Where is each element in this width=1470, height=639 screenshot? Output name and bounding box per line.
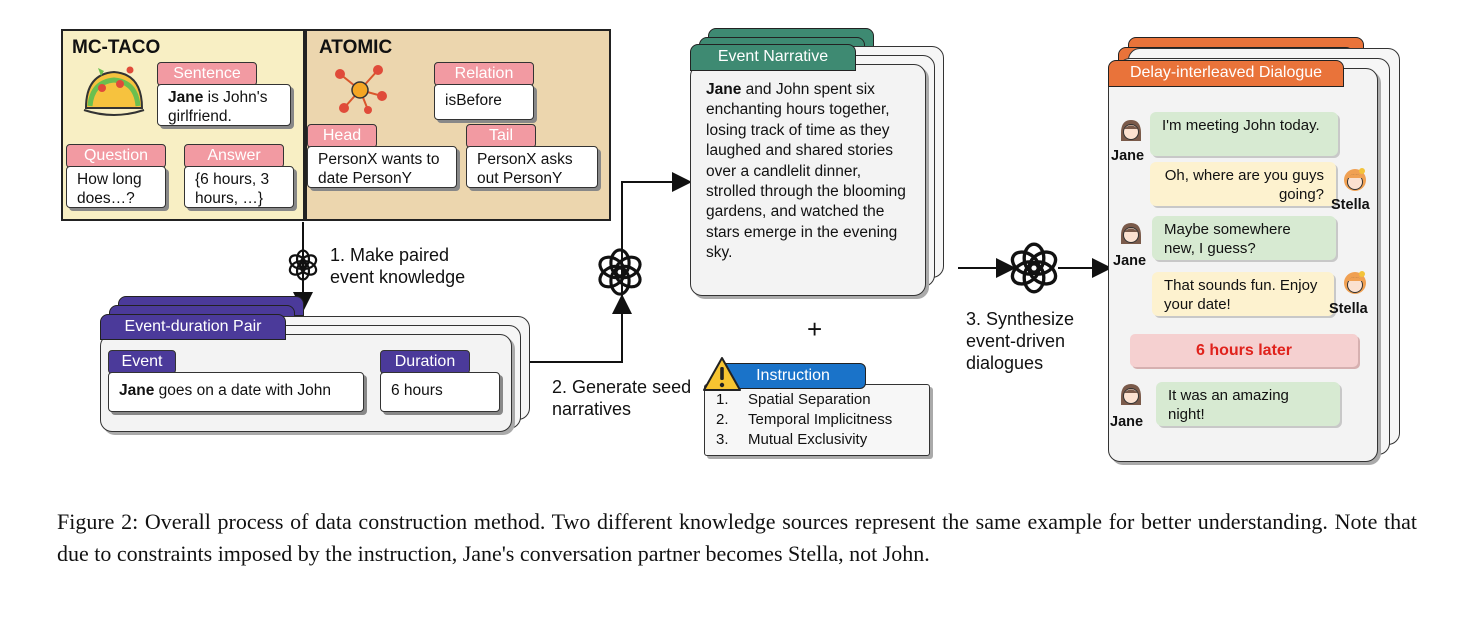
speaker-jane: Jane bbox=[1111, 148, 1145, 164]
knowledge-graph-icon bbox=[335, 65, 387, 114]
duration-box: 6 hours bbox=[380, 372, 500, 412]
relation-tag: Relation bbox=[434, 62, 534, 86]
plus-sign: + bbox=[807, 314, 823, 344]
tail-box: PersonX asks out PersonY bbox=[466, 146, 598, 188]
instruction-list: 1.Spatial Separation 2.Temporal Implicit… bbox=[716, 390, 892, 450]
speaker-stella: Stella bbox=[1331, 197, 1370, 213]
tail-tag: Tail bbox=[466, 124, 536, 148]
chat-bubble: Oh, where are you guys going? bbox=[1150, 162, 1336, 206]
sentence-box: Jane is John's girlfriend. bbox=[157, 84, 291, 126]
speaker-jane: Jane bbox=[1113, 253, 1147, 269]
head-tag: Head bbox=[307, 124, 377, 148]
answer-box: {6 hours, 3 hours, …} bbox=[184, 166, 294, 208]
chat-bubble: It was an amazing night! bbox=[1156, 382, 1340, 426]
openai-logo-icon-2 bbox=[598, 248, 642, 296]
jane-avatar-icon bbox=[1121, 120, 1141, 141]
taco-icon bbox=[83, 66, 145, 116]
sentence-tag: Sentence bbox=[157, 62, 257, 86]
chat-bubble: Maybe somewhere new, I guess? bbox=[1152, 216, 1336, 260]
instruction-item: 3.Mutual Exclusivity bbox=[716, 431, 868, 448]
warning-icon bbox=[703, 357, 741, 391]
instruction-item: 2.Temporal Implicitness bbox=[716, 411, 893, 428]
event-subject: Jane bbox=[119, 382, 155, 399]
chat-bubble: That sounds fun. Enjoy your date! bbox=[1152, 272, 1334, 316]
question-box: How long does…? bbox=[66, 166, 166, 208]
narrative-card bbox=[690, 64, 926, 296]
narrative-header: Event Narrative bbox=[690, 44, 856, 71]
jane-avatar-icon bbox=[1121, 223, 1141, 244]
event-box: Jane goes on a date with John bbox=[108, 372, 364, 412]
instruction-header: Instruction bbox=[720, 363, 866, 389]
chat-bubble: I'm meeting John today. bbox=[1150, 112, 1338, 156]
figure-caption: Figure 2: Overall process of data constr… bbox=[57, 509, 1417, 566]
narrative-body: and John spent six enchanting hours toge… bbox=[706, 81, 906, 262]
sentence-text: is John's girlfriend. bbox=[168, 89, 268, 125]
atomic-title: ATOMIC bbox=[319, 37, 393, 58]
step-2-label: 2. Generate seed narratives bbox=[552, 377, 692, 419]
narrative-subject: Jane bbox=[706, 81, 742, 98]
step-3-label: 3. Synthesize event-driven dialogues bbox=[966, 309, 1075, 373]
stella-avatar-icon bbox=[1344, 271, 1366, 294]
stella-avatar-icon bbox=[1344, 168, 1366, 191]
duration-tag: Duration bbox=[380, 350, 470, 374]
jane-avatar-icon bbox=[1121, 384, 1141, 405]
delay-banner: 6 hours later bbox=[1130, 334, 1358, 367]
openai-logo-icon-3 bbox=[1010, 242, 1058, 294]
narrative-text: Jane and John spent six enchanting hours… bbox=[706, 80, 914, 264]
speaker-jane: Jane bbox=[1110, 414, 1144, 430]
pair-header: Event-duration Pair bbox=[100, 314, 286, 340]
event-text: goes on a date with John bbox=[154, 382, 331, 399]
head-box: PersonX wants to date PersonY bbox=[307, 146, 457, 188]
answer-tag: Answer bbox=[184, 144, 284, 168]
dialogue-header: Delay-interleaved Dialogue bbox=[1108, 60, 1344, 87]
event-tag: Event bbox=[108, 350, 176, 374]
instruction-card bbox=[704, 384, 930, 456]
relation-box: isBefore bbox=[434, 84, 534, 120]
openai-logo-icon bbox=[288, 249, 318, 281]
mctaco-title: MC-TACO bbox=[72, 37, 161, 58]
question-tag: Question bbox=[66, 144, 166, 168]
sentence-subject: Jane bbox=[168, 89, 204, 106]
speaker-stella: Stella bbox=[1329, 301, 1368, 317]
instruction-item: 1.Spatial Separation bbox=[716, 391, 871, 408]
step-1-label: 1. Make paired event knowledge bbox=[330, 245, 466, 287]
